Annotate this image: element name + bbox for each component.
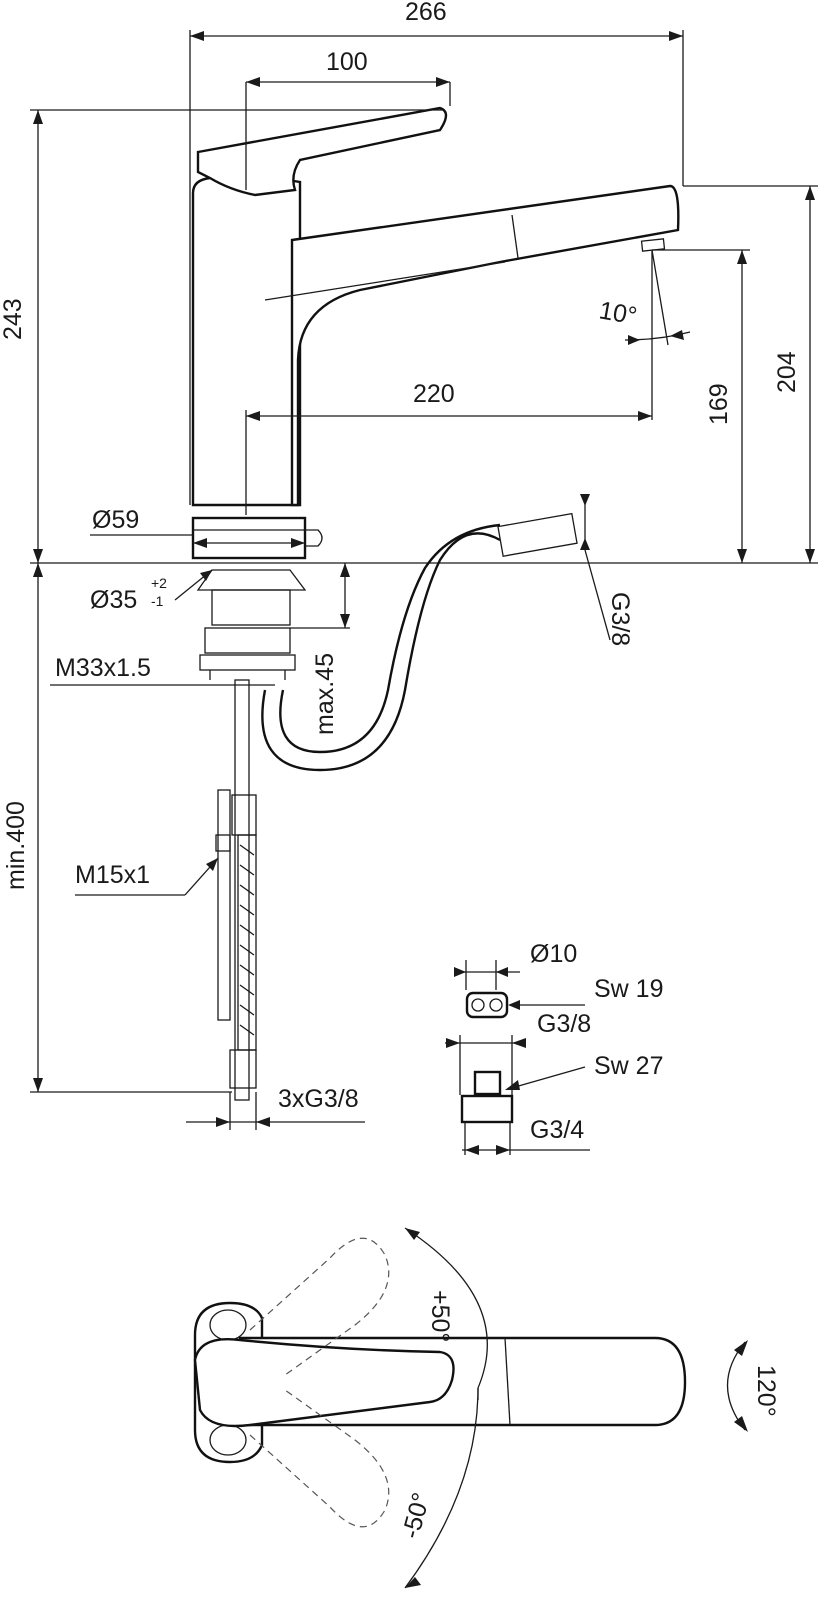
dim-connections: 3xG3/8: [278, 1085, 359, 1113]
dim-base-diameter: Ø59: [92, 506, 139, 534]
adapter-thread-small: G3/8: [537, 1010, 591, 1038]
spout-line: [264, 261, 506, 301]
aerator: [640, 238, 666, 252]
spout: [290, 184, 680, 507]
base-pin: [305, 529, 323, 547]
dim-outlet-clearance: 169: [705, 383, 733, 425]
connector-top: [231, 794, 257, 836]
dim-hole-tol-upper: +2: [151, 575, 167, 591]
adapter-sw-large: Sw 27: [594, 1052, 663, 1080]
base-ring: [191, 516, 307, 560]
pullout-hose: [261, 532, 501, 772]
rotation-angle: 120°: [752, 1365, 780, 1417]
spout-joint: [511, 214, 519, 259]
dim-max-deck: max.45: [311, 653, 339, 735]
mount-nut: [196, 569, 307, 591]
adapter-small: [465, 991, 509, 1019]
dim-overall-width: 266: [405, 0, 447, 26]
dim-total-height: 243: [0, 298, 27, 340]
adapter-diameter: Ø10: [530, 940, 577, 968]
adapter-large-bottom: [460, 1094, 514, 1124]
adapter-thread-large: G3/4: [530, 1116, 584, 1144]
threaded-rod: [234, 679, 250, 1101]
adapter-sw-small: Sw 19: [594, 975, 663, 1003]
adapter-large-top: [473, 1070, 502, 1096]
connector-bottom: [229, 1049, 257, 1089]
dim-hole-tol-lower: -1: [151, 593, 164, 609]
dim-spout-angle: 10°: [597, 296, 639, 330]
dim-outlet-height: 204: [773, 351, 801, 393]
dim-hose-min: min.400: [2, 801, 30, 890]
hose-connector: [497, 512, 578, 557]
dim-hole-diameter: Ø35: [90, 586, 137, 614]
dim-hose-thread: G3/8: [606, 592, 634, 646]
supply-hose-braided: [237, 834, 257, 1051]
side-view: [30, 30, 818, 1130]
dim-lever-reach: 100: [326, 48, 368, 76]
lever-top: [193, 1338, 455, 1428]
dim-thread-tail: M15x1: [75, 861, 150, 889]
supply-hose-left: [217, 789, 231, 1021]
top-view: [193, 1227, 748, 1589]
adapters: [445, 960, 590, 1155]
lever: [196, 106, 448, 197]
angle-plus: +50°: [426, 1290, 454, 1342]
dim-spout-reach: 220: [413, 380, 455, 408]
angle-minus: -50°: [397, 1490, 436, 1542]
dim-thread-mount: M33x1.5: [55, 654, 151, 682]
